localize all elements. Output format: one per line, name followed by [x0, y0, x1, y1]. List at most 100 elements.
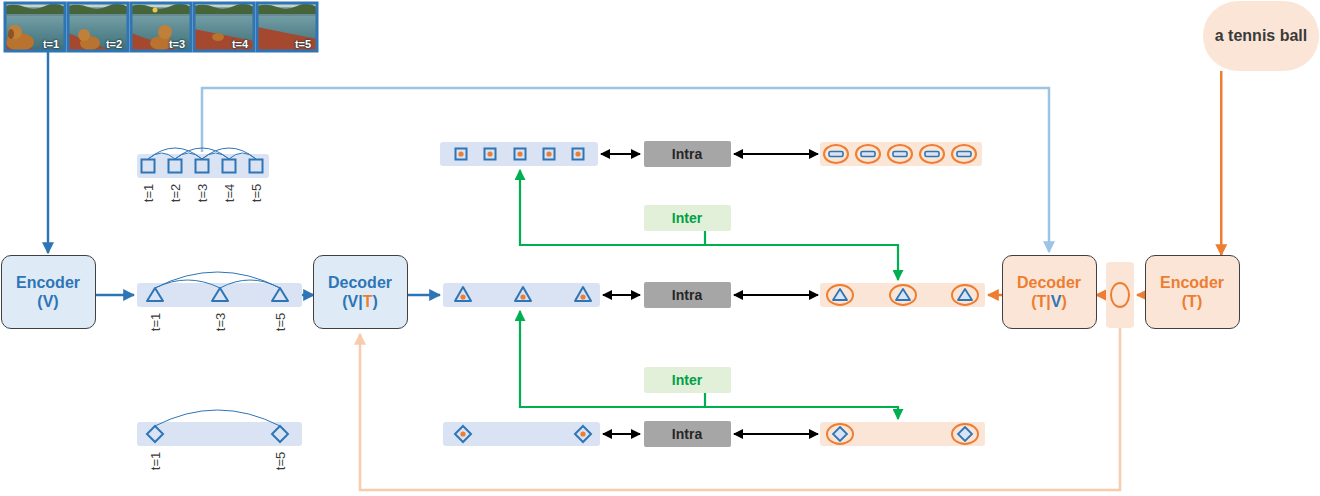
video-triangle [896, 289, 910, 300]
intra-arrow [734, 294, 818, 296]
time-step-label-slot: t=5 [271, 452, 289, 470]
encoder-box: Encoder (T) [1145, 255, 1240, 329]
video-diamond [958, 427, 972, 441]
query-arrow [1220, 71, 1223, 255]
decoder-box-label: Decoder (T|V) [1010, 273, 1088, 311]
text-part: ) [1061, 293, 1066, 310]
temporal-arcs [148, 148, 256, 159]
dog-body [150, 36, 172, 50]
dock [68, 33, 112, 51]
video-diamond [833, 427, 847, 441]
video-frame [68, 3, 128, 51]
text-dot [520, 294, 525, 299]
time-step-label: t=1 [148, 313, 163, 331]
frame-scene [68, 3, 128, 51]
text-ellipse [920, 145, 944, 163]
inter-loss-box-label: Inter [672, 372, 702, 389]
triangle-token [147, 288, 163, 301]
query-bubble: a tennis ball [1203, 1, 1319, 71]
intra-arrow [603, 433, 640, 435]
fused-square-tokens [456, 149, 584, 160]
text-ellipses [824, 145, 976, 163]
triangle-tokens [147, 288, 288, 301]
video-bar [893, 152, 907, 157]
frame-time-label: t=3 [169, 38, 185, 50]
text-part: Decoder (V| [328, 274, 392, 310]
encoder-box: Encoder (V) [1, 255, 96, 329]
time-step-label: t=5 [273, 313, 288, 331]
diamond-tokens [147, 426, 288, 442]
fused-text-band [820, 283, 985, 307]
video-triangle [833, 289, 847, 300]
diamond-token [272, 426, 288, 442]
dog-head [8, 25, 22, 39]
fused-triangle-tokens [455, 287, 591, 301]
encoder-box-label: Encoder (T) [1153, 273, 1231, 311]
temporal-arc [148, 148, 202, 159]
intra-loss-box-label: Intra [672, 146, 702, 163]
intra-loss-box-label: Intra [672, 287, 702, 304]
fused-token-band [440, 142, 598, 166]
video-diamonds [833, 427, 972, 441]
video-frame [257, 3, 317, 51]
fused-triangle-token [455, 287, 471, 301]
time-step-label-slot: t=2 [166, 184, 184, 202]
time-step-label: t=4 [222, 184, 237, 202]
decoder-box: Decoder (T|V) [1002, 255, 1097, 329]
encoder-box-label: Encoder (V) [9, 273, 87, 311]
fused-diamond-tokens [455, 426, 591, 442]
frame-time-label: t=2 [106, 38, 122, 50]
flow-arrow [92, 294, 134, 297]
frame-scene [257, 3, 317, 51]
text-ellipse [827, 285, 853, 305]
temporal-arc [155, 280, 220, 288]
time-step-label-slot: t=1 [146, 313, 164, 331]
text-dot [575, 151, 580, 156]
time-step-label-slot: t=1 [146, 452, 164, 470]
intra-arrow [734, 433, 818, 435]
triangle-token [212, 288, 228, 301]
text-dot [580, 294, 585, 299]
text-ellipse [827, 424, 853, 444]
video-frame [5, 3, 65, 51]
inter-loss-box: Inter [644, 205, 731, 231]
intra-arrow [603, 294, 640, 296]
decoder-box-label: Decoder (V|T) [321, 273, 399, 311]
video-bars [829, 152, 971, 157]
video-bar [829, 152, 843, 157]
time-step-label: t=2 [168, 184, 183, 202]
text-dot [546, 151, 551, 156]
text-ellipse [888, 145, 912, 163]
fused-square-token [456, 149, 467, 160]
intra-arrow [734, 153, 818, 155]
temporal-arcs [155, 272, 280, 288]
video-bar [957, 152, 971, 157]
video-feature-feed-line [202, 88, 1049, 252]
time-step-label-slot: t=5 [271, 313, 289, 331]
frame-border [257, 3, 317, 51]
time-step-label-slot: t=1 [139, 184, 157, 202]
text-dot [517, 151, 522, 156]
dog-head [78, 29, 90, 41]
fused-square-token [515, 149, 526, 160]
video-bar [925, 152, 939, 157]
inter-loss-box: Inter [644, 367, 731, 393]
dock [194, 29, 254, 51]
video-bar [861, 152, 875, 157]
fused-triangle-token [515, 287, 531, 301]
frame-time-label-slot: t=1 [43, 34, 59, 52]
frame-time-label-slot: t=5 [295, 34, 311, 52]
inter-arrow [705, 245, 898, 280]
fused-token-band [443, 422, 600, 446]
time-step-label: t=1 [148, 452, 163, 470]
frame-time-label: t=4 [232, 38, 248, 50]
inter-arrow [705, 407, 898, 419]
text-ellipse [952, 285, 978, 305]
dog-ear [8, 29, 14, 39]
fused-token-band [443, 283, 600, 307]
tennis-ball [153, 8, 158, 13]
frame-border [5, 3, 65, 51]
flow-arrow [47, 51, 50, 253]
